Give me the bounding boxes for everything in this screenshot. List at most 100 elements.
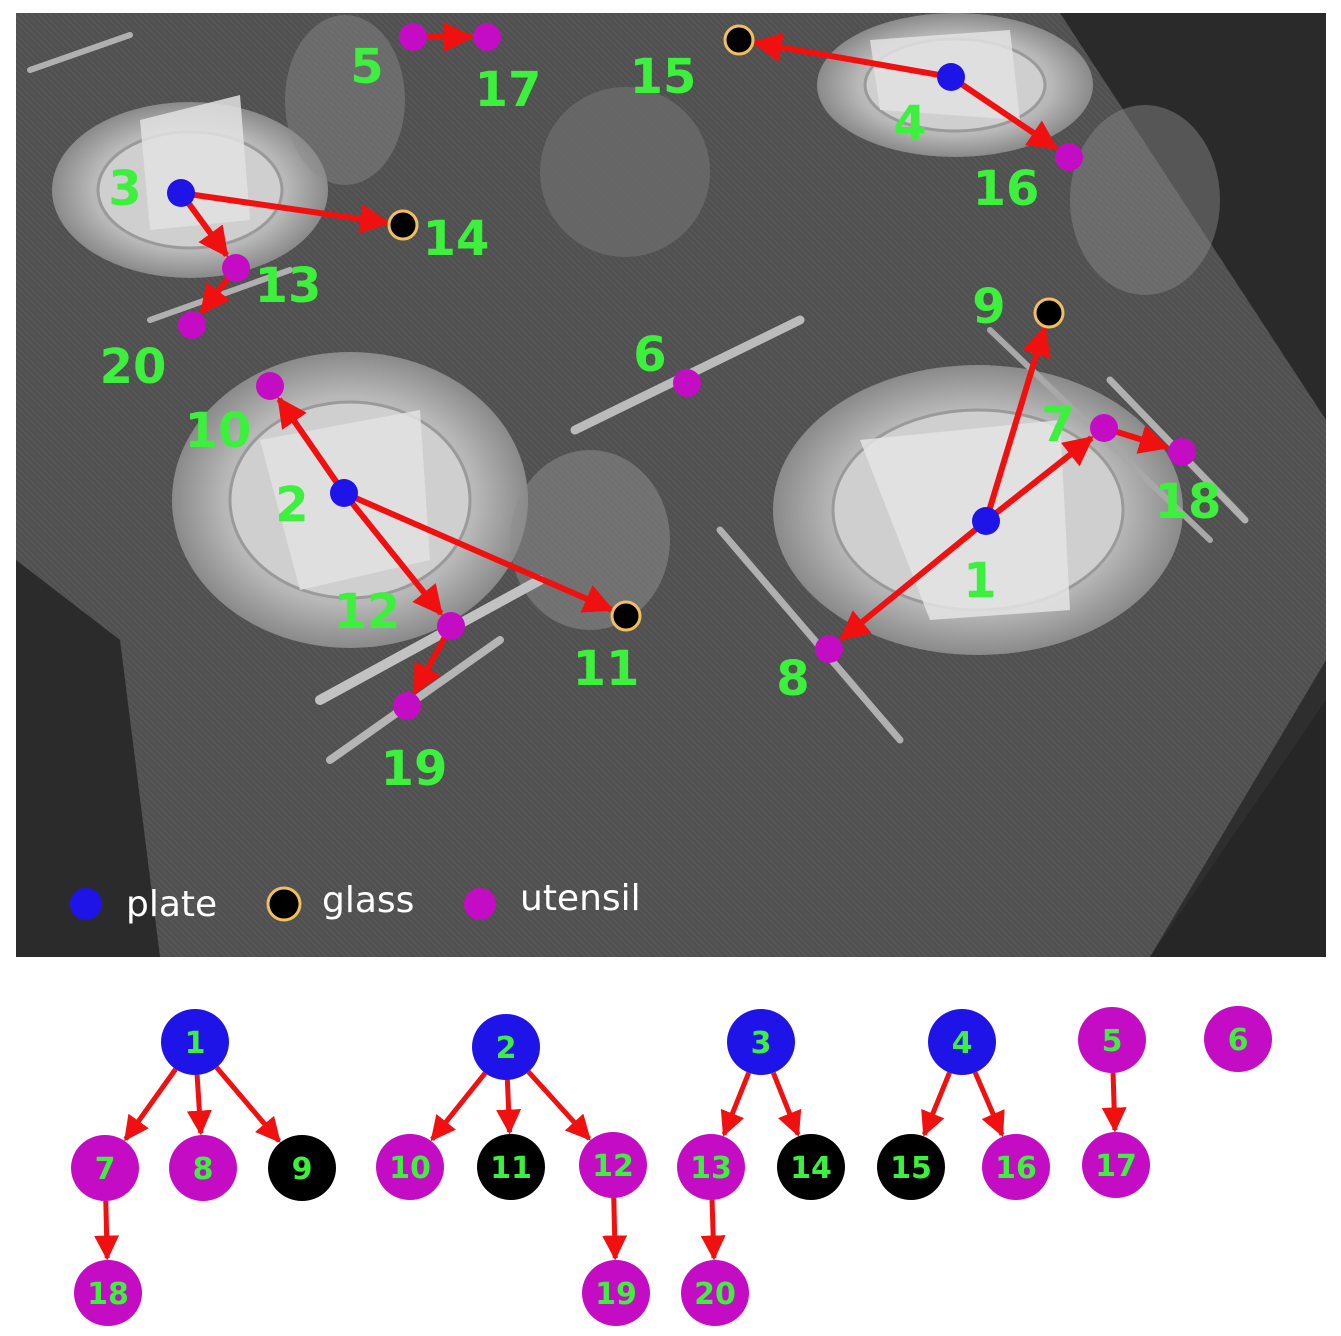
legend-glass-label: glass (322, 880, 414, 921)
tree-node-7-utensil (71, 1135, 139, 1201)
tree-node-19-utensil (582, 1260, 650, 1326)
tree-node-18-utensil (74, 1260, 142, 1326)
scene-label-2: 2 (275, 477, 308, 533)
legend-utensil-label: utensil (520, 878, 641, 919)
scene-label-4: 4 (893, 96, 926, 152)
scene-label-6: 6 (633, 327, 666, 383)
tree-edge-2-12 (526, 1070, 592, 1141)
tree-edge-4-16 (972, 1071, 1005, 1138)
tree-node-3-plate (727, 1009, 795, 1075)
scene-node-19-utensil (393, 692, 421, 720)
tree-node-8-utensil (169, 1135, 237, 1201)
tree-label-2: 2 (496, 1031, 517, 1066)
scene-label-20: 20 (100, 339, 167, 395)
scene-edge-1-9 (986, 325, 1051, 511)
scene-node-10-utensil (256, 372, 284, 400)
tree-label-17: 17 (1095, 1149, 1137, 1184)
tree-label-20: 20 (694, 1277, 736, 1312)
scene-edge-3-13 (185, 200, 229, 258)
scene-label-12: 12 (334, 584, 401, 640)
legend-plate-marker (70, 888, 102, 920)
tree-edge-13-20 (700, 1199, 726, 1261)
glass-9-image (1070, 105, 1220, 295)
scene-label-16: 16 (973, 161, 1040, 217)
tree-edge-1-8 (186, 1074, 212, 1136)
scene-edge-13-20 (199, 275, 232, 315)
tree-node-15-glass (877, 1134, 945, 1200)
tree-label-5: 5 (1102, 1024, 1123, 1059)
tree-edges (94, 1065, 1127, 1261)
tree-label-7: 7 (95, 1152, 116, 1187)
tree-label-8: 8 (193, 1152, 214, 1187)
legend: plate glass utensil (70, 878, 641, 925)
tree-node-9-glass (268, 1135, 336, 1201)
tree-edge-3-13 (720, 1071, 752, 1137)
scene-node-20-utensil (178, 311, 206, 339)
scene-node-6-utensil (673, 369, 701, 397)
scene-label-14: 14 (423, 211, 490, 267)
scene-edge-2-11 (353, 495, 615, 613)
scene-node-1-plate (972, 507, 1000, 535)
cutlery-top-left-image (27, 32, 133, 73)
scene-node-13-utensil (222, 254, 250, 282)
scene-edges (185, 22, 1170, 695)
fork-8-image (716, 526, 904, 744)
scene-edge-1-7 (993, 435, 1094, 516)
table-photo (16, 13, 1326, 957)
scene-edge-4-16 (959, 81, 1059, 151)
tree-label-18: 18 (87, 1277, 129, 1312)
scene-node-11-glass (610, 600, 642, 632)
scene-node-2-plate (330, 479, 358, 507)
tablecloth (16, 13, 1326, 957)
scene-label-18: 18 (1155, 474, 1222, 530)
scene-node-7-utensil (1090, 414, 1118, 442)
tree-label-19: 19 (595, 1277, 637, 1312)
tree-node-17-utensil (1082, 1132, 1150, 1198)
scene-edge-7-18 (1114, 425, 1170, 454)
legend-plate-label: plate (126, 884, 217, 925)
scene-label-15: 15 (630, 49, 697, 105)
glass-14-image (285, 15, 405, 185)
scene-label-9: 9 (972, 279, 1005, 335)
tree-label-12: 12 (592, 1149, 634, 1184)
scene-node-16-utensil (1055, 143, 1083, 171)
tree-node-10-utensil (376, 1134, 444, 1200)
napkin-1-image (860, 420, 1070, 620)
tree-edge-2-11 (496, 1079, 522, 1135)
legend-utensil-marker (464, 888, 496, 920)
scene-edge-4-15 (751, 32, 940, 78)
scene-node-17-utensil (473, 23, 501, 51)
tree-edge-1-9 (214, 1065, 281, 1143)
tree-node-16-utensil (982, 1134, 1050, 1200)
scene-label-17: 17 (475, 62, 542, 118)
tree-node-14-glass (777, 1134, 845, 1200)
tree-label-3: 3 (751, 1026, 772, 1061)
tree-node-4-plate (928, 1009, 996, 1075)
legend-glass-marker (266, 886, 302, 922)
chair-bottom-left (16, 560, 160, 957)
tree-label-14: 14 (790, 1151, 832, 1186)
tree-label-13: 13 (690, 1151, 732, 1186)
scene-edge-1-8 (839, 526, 979, 642)
tree-edge-12-19 (602, 1197, 628, 1261)
tree-label-11: 11 (490, 1151, 532, 1186)
scene-label-3: 3 (108, 161, 141, 217)
doily-image (540, 87, 710, 257)
scene-label-11: 11 (573, 641, 640, 697)
tree-edge-2-10 (430, 1071, 488, 1142)
scene-edge-3-14 (192, 191, 391, 234)
chair-bottom-right (1150, 700, 1326, 957)
tree-node-12-utensil (579, 1132, 647, 1198)
scene-node-9-glass (1033, 297, 1065, 329)
tree-label-4: 4 (952, 1026, 973, 1061)
tree-label-15: 15 (890, 1151, 932, 1186)
tree-label-10: 10 (389, 1151, 431, 1186)
scene-node-4-plate (937, 63, 965, 91)
tree-edge-3-14 (770, 1071, 802, 1137)
tree-label-6: 6 (1228, 1023, 1249, 1058)
scene-node-14-glass (387, 209, 419, 241)
scene-node-3-plate (167, 179, 195, 207)
scene-label-13: 13 (255, 258, 322, 314)
